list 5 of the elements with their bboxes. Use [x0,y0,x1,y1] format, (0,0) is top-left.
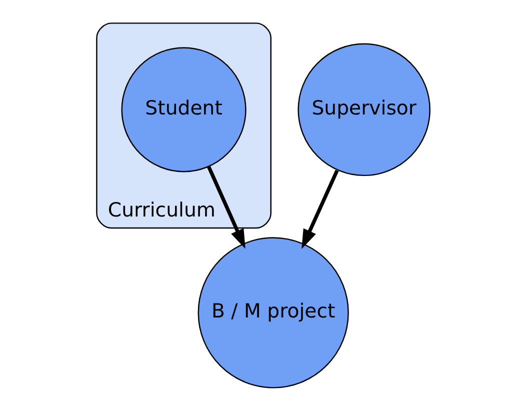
arrow [302,170,339,250]
arrow [207,166,246,249]
node-circle: Student [121,47,246,172]
node-circle: Supervisor [298,43,430,176]
node-circle: B / M project [198,237,349,388]
